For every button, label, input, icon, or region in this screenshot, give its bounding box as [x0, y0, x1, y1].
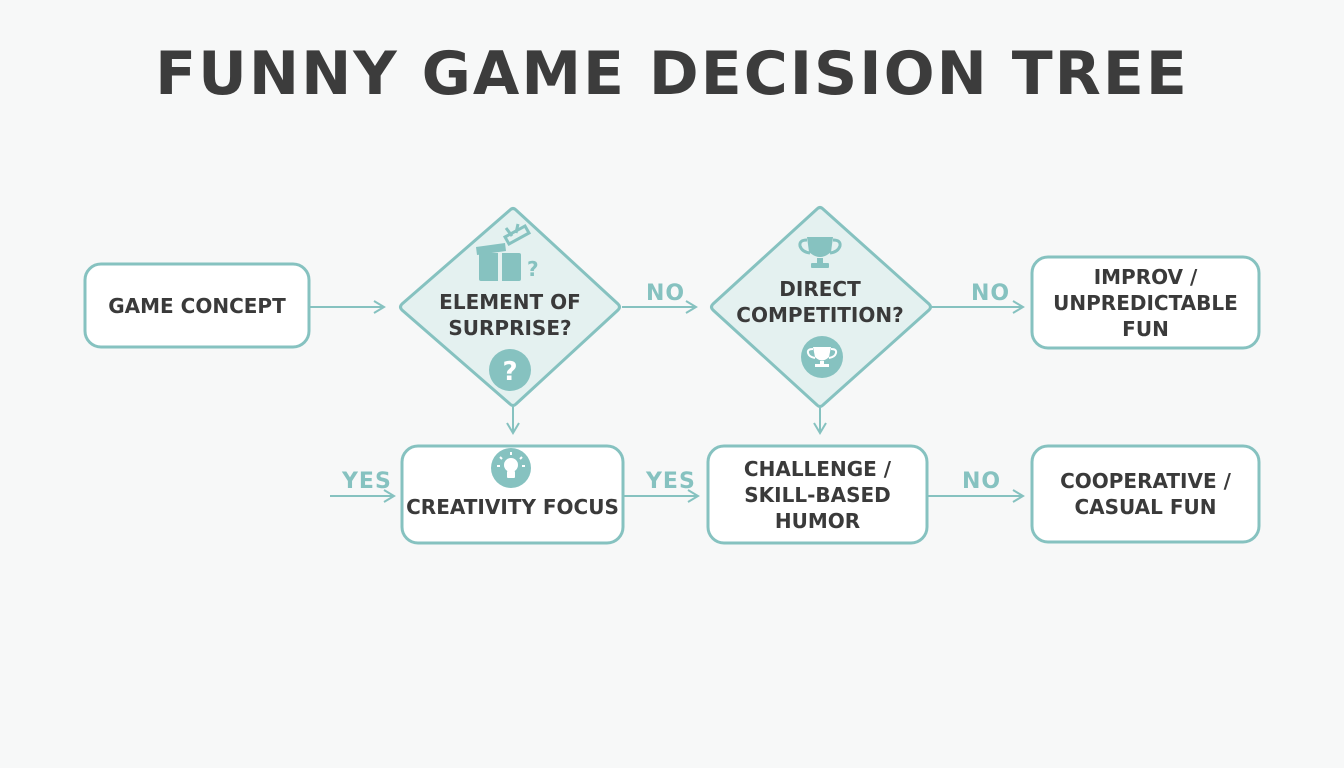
node-game-concept: GAME CONCEPT	[108, 293, 286, 318]
diagram-title: FUNNY GAME DECISION TREE	[155, 39, 1189, 109]
svg-text:?: ?	[502, 357, 517, 387]
edge-label-yes: YES	[342, 469, 392, 494]
node-line: DIRECT	[779, 277, 861, 301]
node-line: CHALLENGE /	[743, 456, 892, 481]
trophy-icon	[798, 237, 842, 268]
node-challenge: CHALLENGE / SKILL-BASED HUMOR	[708, 446, 927, 543]
edge-label-no: NO	[971, 281, 1011, 306]
node-line: CASUAL FUN	[1074, 495, 1217, 519]
trophy-icon	[801, 336, 843, 378]
node-line: SKILL-BASED	[744, 482, 891, 507]
game-concept-box	[83, 262, 311, 349]
node-line: COOPERATIVE /	[1060, 469, 1231, 493]
improv-box	[1030, 255, 1261, 350]
gift-box-icon: ?	[476, 223, 539, 281]
node-line: ELEMENT OF	[439, 290, 581, 314]
question-mark-icon: ?	[489, 349, 531, 391]
surprise-diamond	[399, 207, 621, 407]
svg-text:?: ?	[527, 257, 539, 281]
node-line: IMPROV /	[1093, 264, 1198, 289]
node-creativity-focus: CREATIVITY FOCUS	[406, 495, 619, 519]
edge-label-no: NO	[962, 469, 1002, 494]
cooperative-box	[1030, 444, 1261, 544]
edge-label-yes: YES	[646, 469, 696, 494]
node-element-of-surprise: ELEMENT OF SURPRISE?	[420, 286, 600, 344]
node-line: SURPRISE?	[448, 316, 572, 340]
competition-diamond	[710, 206, 932, 408]
node-line: COMPETITION?	[736, 303, 904, 327]
lightbulb-icon	[491, 448, 531, 488]
node-line: HUMOR	[774, 508, 861, 533]
node-improv: IMPROV / UNPREDICTABLE FUN	[1032, 257, 1259, 348]
edge-label-no: NO	[646, 281, 686, 306]
creativity-focus-box	[400, 444, 625, 545]
challenge-box	[706, 444, 929, 545]
node-cooperative: COOPERATIVE / CASUAL FUN	[1032, 446, 1259, 542]
node-line: UNPREDICTABLE FUN	[1053, 290, 1238, 341]
node-direct-competition: DIRECT COMPETITION?	[730, 273, 910, 331]
